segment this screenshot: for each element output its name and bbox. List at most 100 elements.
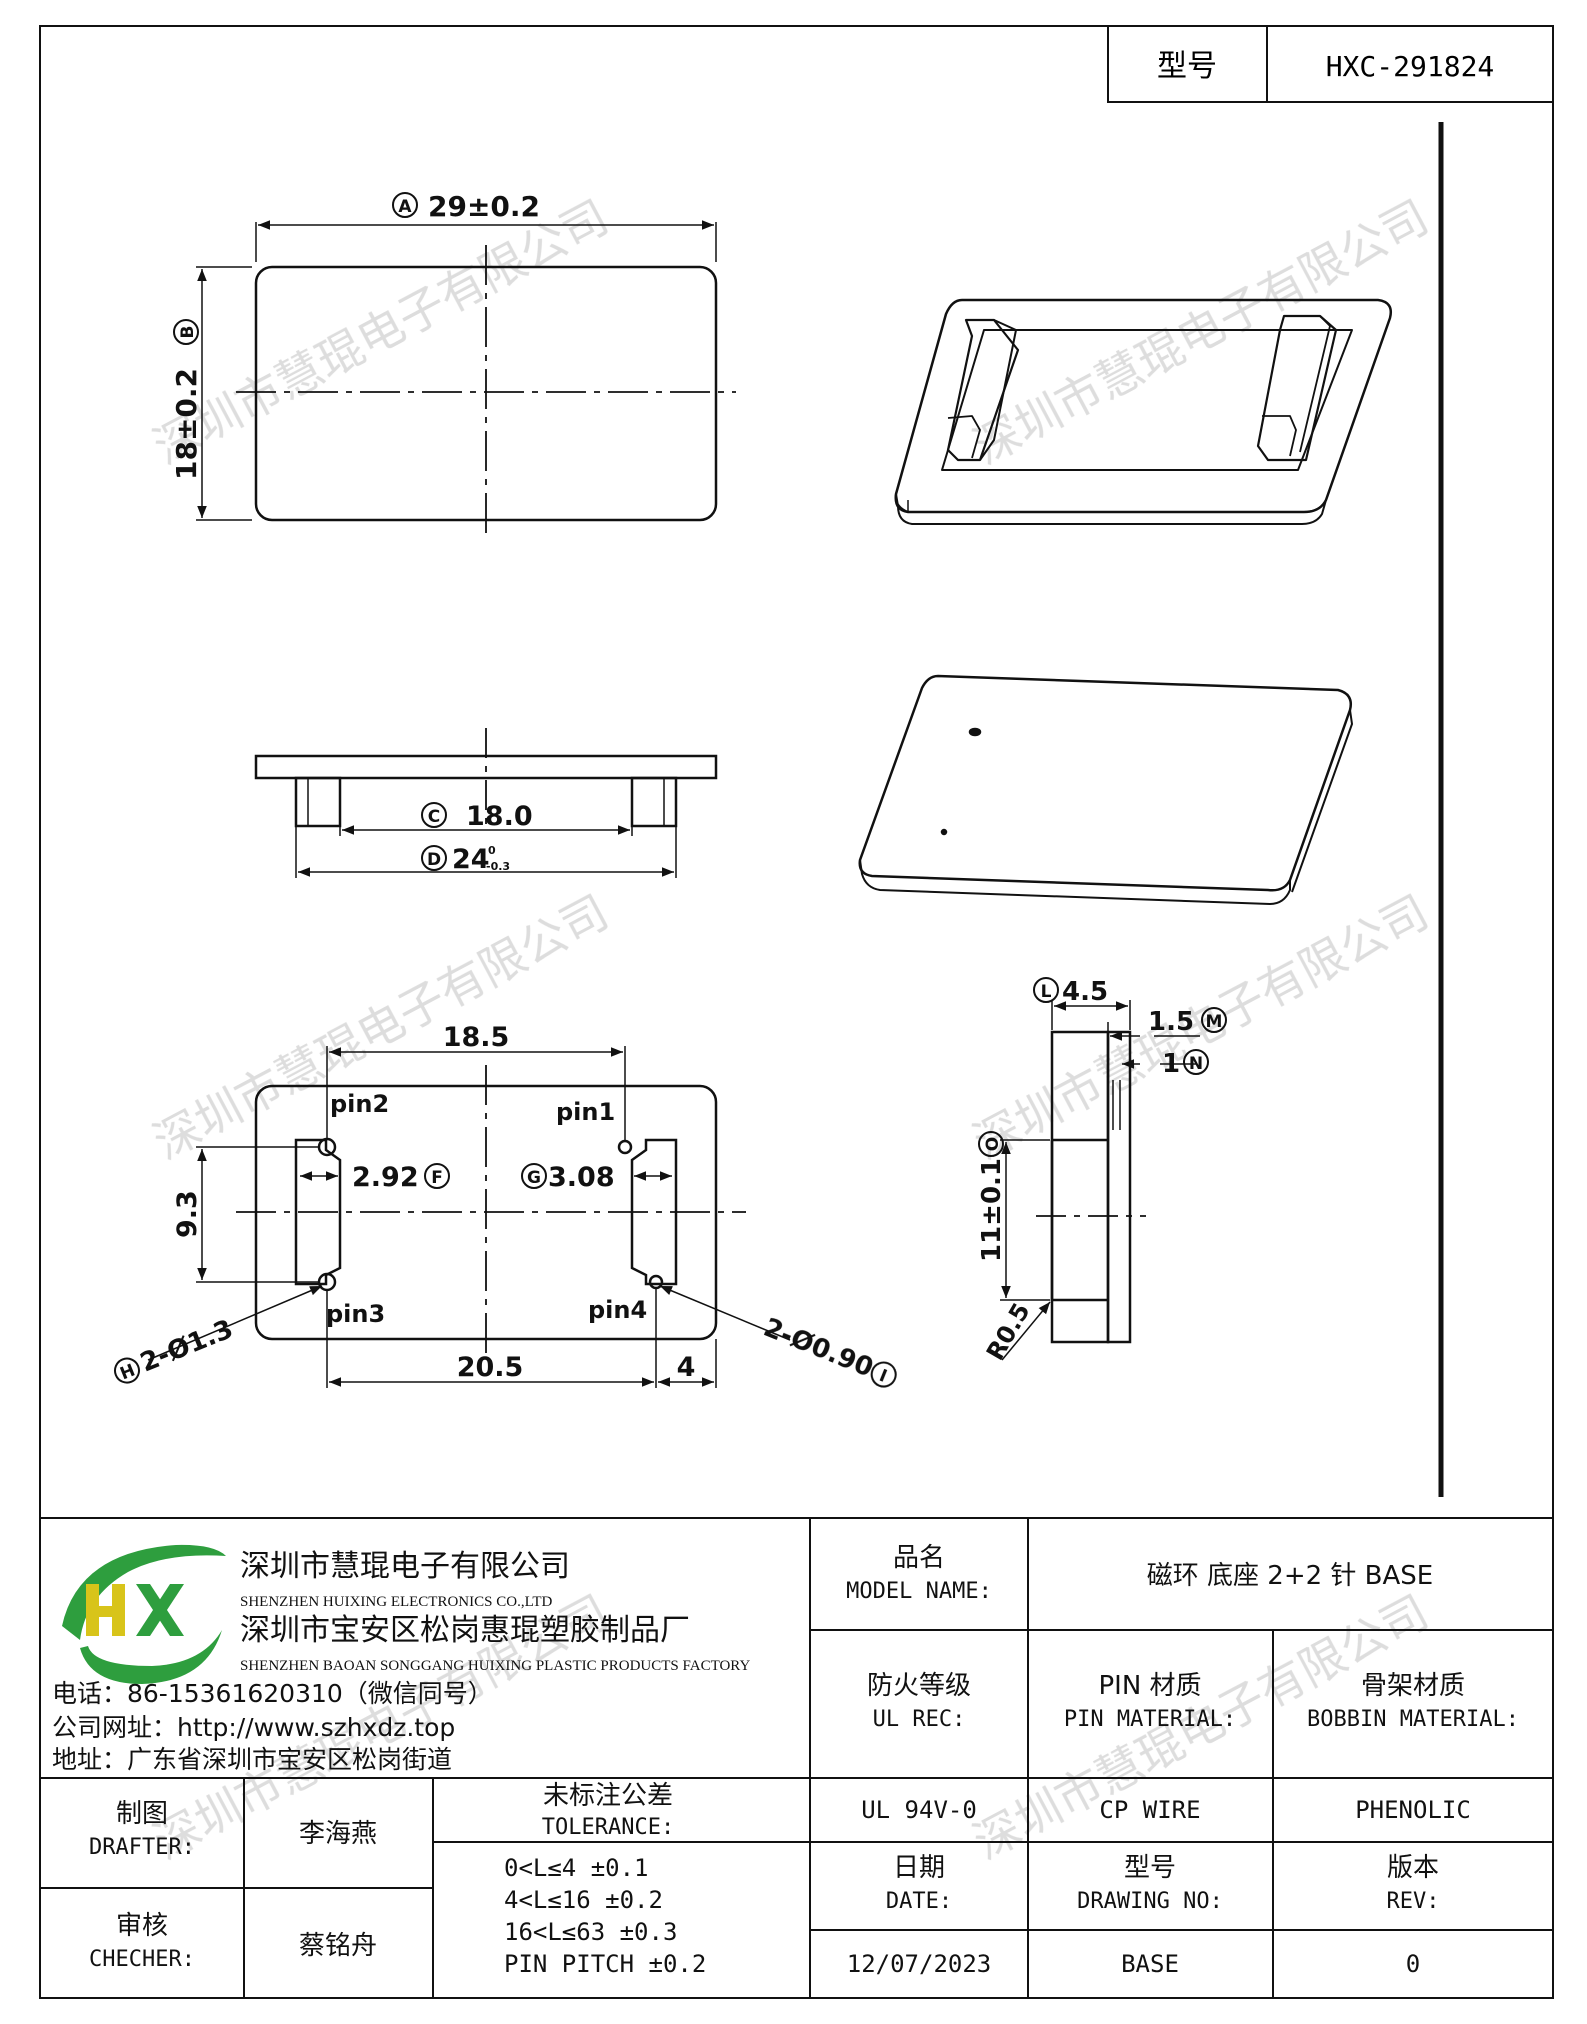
dim-d-tol-upper: 0	[488, 844, 496, 857]
marker-m: M	[1206, 1012, 1223, 1032]
dim-a: 29±0.2	[428, 190, 540, 223]
profile-view	[1000, 1000, 1200, 1361]
rev-label-en: REV:	[1387, 1889, 1440, 1914]
marker-i-circle	[870, 1361, 897, 1388]
marker-i: I	[876, 1366, 889, 1387]
dim-r: R0.5	[981, 1298, 1036, 1365]
dim-b: 18±0.2	[170, 368, 203, 480]
dim-93: 9.3	[172, 1190, 203, 1238]
marker-a-circle	[392, 192, 418, 218]
marker-h: H	[117, 1360, 138, 1384]
checker-label-en: CHECHER:	[89, 1947, 195, 1972]
tolerance-label-en: TOLERANCE:	[542, 1815, 674, 1840]
dim-205: 20.5	[457, 1352, 524, 1383]
pin3-label: pin3	[326, 1300, 385, 1328]
marker-h-circle	[114, 1357, 141, 1384]
marker-d-circle	[421, 845, 447, 871]
model-name-label-en: MODEL NAME:	[846, 1579, 992, 1604]
left-pin-slot	[294, 1138, 342, 1286]
tolerance-label-cn: 未标注公差	[543, 1781, 673, 1811]
dim-n: 1	[1162, 1049, 1180, 1079]
bobbin-label-cn: 骨架材质	[1361, 1671, 1465, 1701]
company-name-en: SHENZHEN HUIXING ELECTRONICS CO.,LTD	[240, 1594, 553, 1610]
marker-b: B	[178, 326, 198, 339]
tolerance-list: 0<L≤4 ±0.1 4<L≤16 ±0.2 16<L≤63 ±0.3 PIN …	[504, 1854, 706, 1978]
marker-n-circle	[1183, 1049, 1209, 1075]
drawing-no-label-cn: 型号	[1124, 1853, 1176, 1883]
dim-l: 4.5	[1062, 977, 1108, 1007]
model-name-value: 磁环 底座 2+2 针 BASE	[1147, 1561, 1433, 1591]
drafter-label-cn: 制图	[116, 1799, 168, 1829]
pin1-label: pin1	[556, 1098, 615, 1126]
dim-o: 11±0.1	[977, 1158, 1007, 1262]
marker-c-circle	[421, 802, 447, 828]
watermark-4: 深圳市慧琨电子有限公司	[965, 884, 1437, 1169]
marker-f: F	[431, 1168, 443, 1188]
model-code-value: HXC-291824	[1326, 50, 1495, 83]
side-view-post-right	[630, 776, 678, 828]
marker-c: C	[428, 807, 440, 827]
title-block-grid	[40, 1517, 1553, 1998]
watermark-2: 深圳市慧琨电子有限公司	[965, 189, 1437, 474]
top-view	[196, 220, 736, 540]
date-label-cn: 日期	[893, 1853, 945, 1883]
marker-g-circle	[521, 1163, 547, 1189]
iso-mark-1	[968, 727, 982, 737]
ul-label-cn: 防火等级	[867, 1671, 971, 1701]
dim-4: 4	[677, 1352, 696, 1383]
rev-label-cn: 版本	[1387, 1853, 1439, 1883]
company-address: 地址：广东省深圳市宝安区松岗街道	[52, 1745, 452, 1774]
tolerance-line-2: 4<L≤16 ±0.2	[504, 1886, 663, 1914]
marker-o-circle	[978, 1131, 1004, 1157]
rev-value: 0	[1406, 1950, 1420, 1978]
date-value: 12/07/2023	[847, 1950, 992, 1978]
watermark-1: 深圳市慧琨电子有限公司	[145, 189, 617, 474]
bottom-view	[147, 1046, 791, 1388]
dim-f: 2.92	[352, 1162, 419, 1193]
marker-d: D	[427, 850, 441, 870]
checker-label-cn: 审核	[116, 1911, 168, 1941]
marker-o: O	[983, 1137, 1003, 1151]
marker-f-circle	[424, 1163, 450, 1189]
profile-boss	[1050, 1140, 1108, 1302]
marker-b-circle	[173, 319, 199, 345]
pin-label-en: PIN MATERIAL:	[1064, 1707, 1236, 1732]
drafter-label-en: DRAFTER:	[89, 1835, 195, 1860]
dim-185: 18.5	[443, 1022, 510, 1053]
watermark-3: 深圳市慧琨电子有限公司	[145, 884, 617, 1169]
company-name-cn: 深圳市慧琨电子有限公司	[240, 1549, 570, 1584]
ul-value: UL 94V-0	[861, 1796, 977, 1824]
marker-g: G	[527, 1168, 541, 1188]
factory-name-en: SHENZHEN BAOAN SONGGANG HUIXING PLASTIC …	[240, 1658, 750, 1674]
iso-view-bottom	[858, 674, 1353, 905]
model-code-label: 型号	[1157, 49, 1217, 84]
company-website: 公司网址：http://www.szhxdz.top	[52, 1713, 455, 1742]
tolerance-line-1: 0<L≤4 ±0.1	[504, 1854, 649, 1882]
profile-view-dims: L 4.5 1.5 M 1 N 11±0.1 O R0.5	[977, 977, 1227, 1365]
tolerance-line-4: PIN PITCH ±0.2	[504, 1950, 706, 1978]
pin4-label: pin4	[588, 1296, 647, 1324]
drafter-value: 李海燕	[299, 1819, 377, 1849]
date-label-en: DATE:	[886, 1889, 952, 1914]
iso-view-top	[894, 298, 1392, 525]
bobbin-label-en: BOBBIN MATERIAL:	[1307, 1707, 1519, 1732]
drawing-no-label-en: DRAWING NO:	[1077, 1889, 1223, 1914]
pin2-label: pin2	[330, 1090, 389, 1118]
dim-d: 24	[452, 844, 490, 875]
factory-name-cn: 深圳市宝安区松岗惠琨塑胶制品厂	[240, 1613, 690, 1648]
company-phone: 电话：86-15361620310（微信同号）	[52, 1679, 493, 1708]
company-info: 深圳市慧琨电子有限公司 SHENZHEN HUIXING ELECTRONICS…	[52, 1549, 750, 1774]
ul-label-en: UL REC:	[873, 1707, 966, 1732]
model-name-label-cn: 品名	[893, 1543, 945, 1573]
iso-mark-2	[940, 828, 948, 836]
dim-d-tol-lower: -0.3	[486, 860, 510, 873]
model-code-box: 型号 HXC-291824	[1107, 25, 1554, 103]
side-view-dims: C 18.0 D 24 0 -0.3	[421, 801, 533, 875]
side-view-post-left	[294, 776, 342, 828]
sheet-border	[39, 25, 1554, 1999]
checker-value: 蔡铭舟	[299, 1931, 377, 1961]
marker-n: N	[1189, 1054, 1203, 1074]
marker-m-circle	[1201, 1007, 1227, 1033]
dim-c: 18.0	[466, 801, 533, 832]
